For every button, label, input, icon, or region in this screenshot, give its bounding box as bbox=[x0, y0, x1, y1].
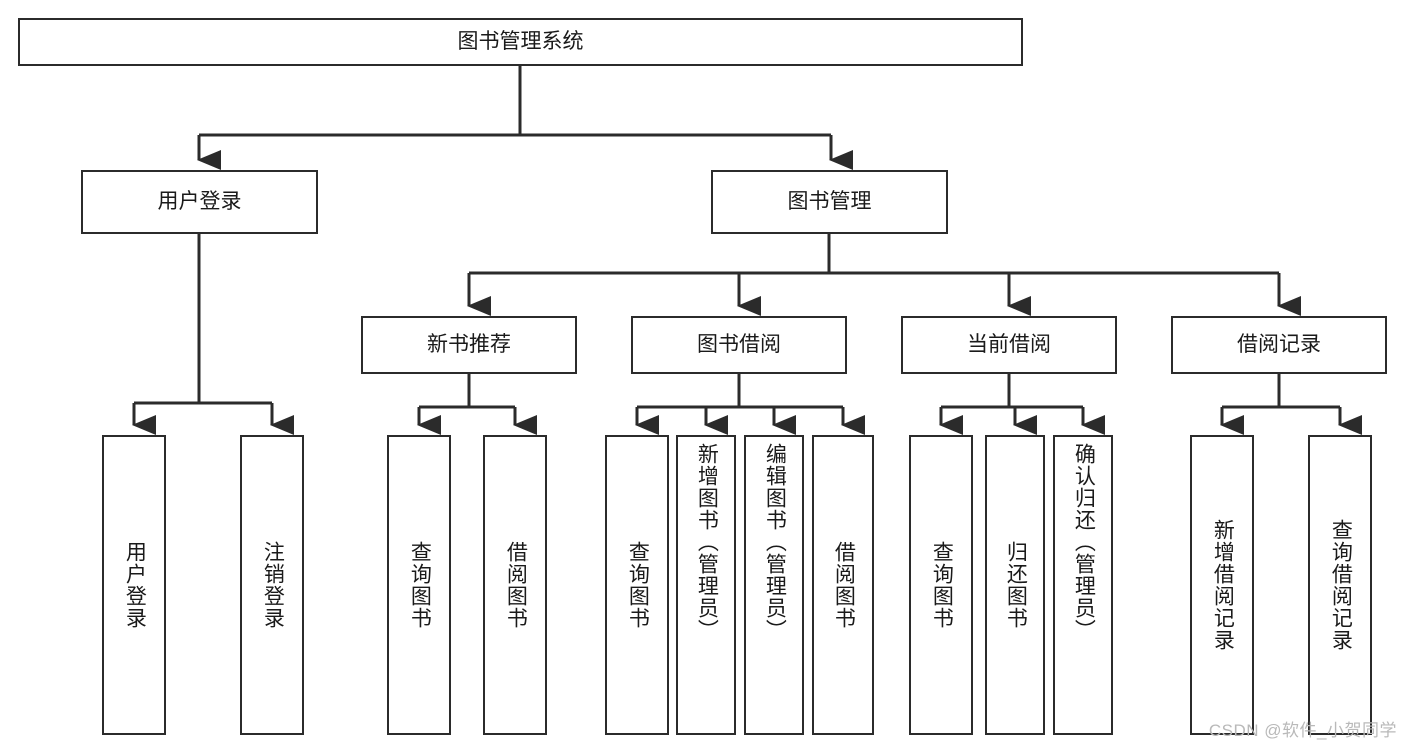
leaf-label: 查询图书 bbox=[930, 541, 954, 629]
node-level3-0[interactable]: 新书推荐 bbox=[361, 316, 577, 374]
leaf-label: 查询借阅记录 bbox=[1329, 519, 1353, 651]
leaf-label: 确认归还（管理员） bbox=[1072, 443, 1096, 641]
node-leaf-4[interactable]: 查询图书 bbox=[605, 435, 669, 735]
node-leaf-8[interactable]: 查询图书 bbox=[909, 435, 973, 735]
node-level2-1[interactable]: 图书管理 bbox=[711, 170, 948, 234]
node-level2-0[interactable]: 用户登录 bbox=[81, 170, 318, 234]
node-leaf-1[interactable]: 注销登录 bbox=[240, 435, 304, 735]
leaf-label: 借阅图书 bbox=[832, 541, 856, 629]
node-leaf-12[interactable]: 查询借阅记录 bbox=[1308, 435, 1372, 735]
node-leaf-0[interactable]: 用户登录 bbox=[102, 435, 166, 735]
node-leaf-9[interactable]: 归还图书 bbox=[985, 435, 1045, 735]
node-leaf-7[interactable]: 借阅图书 bbox=[812, 435, 874, 735]
watermark: CSDN @软件_小贺同学 bbox=[1208, 721, 1397, 740]
leaf-label: 查询图书 bbox=[408, 541, 432, 629]
leaf-label: 编辑图书（管理员） bbox=[763, 443, 787, 641]
node-level3-1[interactable]: 图书借阅 bbox=[631, 316, 847, 374]
leaf-label: 归还图书 bbox=[1004, 541, 1028, 629]
node-leaf-2[interactable]: 查询图书 bbox=[387, 435, 451, 735]
leaf-label: 新增借阅记录 bbox=[1211, 519, 1235, 651]
node-leaf-6[interactable]: 编辑图书（管理员） bbox=[744, 435, 804, 735]
leaf-label: 新增图书（管理员） bbox=[695, 443, 719, 641]
node-leaf-10[interactable]: 确认归还（管理员） bbox=[1053, 435, 1113, 735]
leaf-label: 注销登录 bbox=[261, 541, 285, 629]
node-level3-2[interactable]: 当前借阅 bbox=[901, 316, 1117, 374]
leaf-label: 借阅图书 bbox=[504, 541, 528, 629]
node-leaf-5[interactable]: 新增图书（管理员） bbox=[676, 435, 736, 735]
node-leaf-3[interactable]: 借阅图书 bbox=[483, 435, 547, 735]
node-root-system[interactable]: 图书管理系统 bbox=[18, 18, 1023, 66]
leaf-label: 查询图书 bbox=[626, 541, 650, 629]
node-level3-3[interactable]: 借阅记录 bbox=[1171, 316, 1387, 374]
leaf-label: 用户登录 bbox=[123, 541, 147, 629]
node-leaf-11[interactable]: 新增借阅记录 bbox=[1190, 435, 1254, 735]
